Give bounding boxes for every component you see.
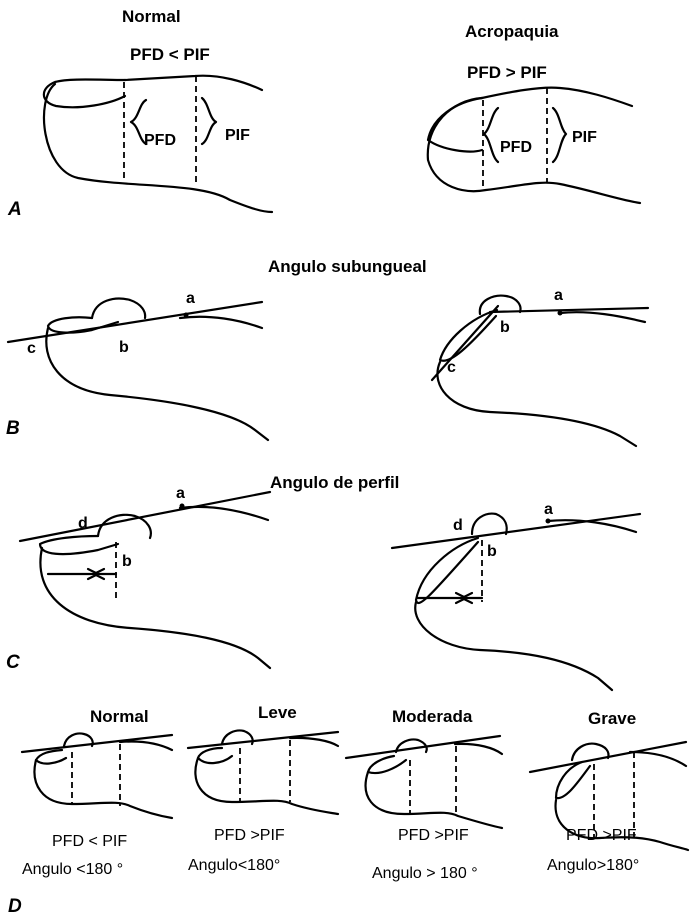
panel-b: Angulo subungueal a b c a b c B xyxy=(6,257,648,446)
point-a-marker xyxy=(184,313,189,318)
stage-formula: PFD >PIF xyxy=(398,827,469,844)
panel-a-label: A xyxy=(7,199,22,220)
normal-finger-drawing: PFD PIF xyxy=(44,76,272,212)
normal-pif-label: PIF xyxy=(225,127,250,144)
stage-angle: Angulo>180° xyxy=(547,857,639,874)
panel-b-title: Angulo subungueal xyxy=(268,257,427,276)
panel-c-right-drawing: a b d xyxy=(392,501,640,690)
panel-c-right-d: d xyxy=(453,517,463,534)
panel-c-right-b: b xyxy=(487,543,497,560)
stage-title: Leve xyxy=(258,703,297,722)
stage-angle: Angulo > 180 ° xyxy=(372,865,478,882)
panel-b-right-b: b xyxy=(500,319,510,336)
stage-angle: Angulo<180° xyxy=(188,857,280,874)
panel-c-label: C xyxy=(6,652,20,673)
stage-formula: PFD < PIF xyxy=(52,833,127,850)
panel-d-label: D xyxy=(8,896,22,917)
stage-title: Grave xyxy=(588,709,636,728)
panel-b-label: B xyxy=(6,418,20,439)
panel-a-right-title: Acropaquia xyxy=(465,22,559,41)
panel-c-title: Angulo de perfil xyxy=(270,473,399,492)
panel-c-right-a: a xyxy=(544,501,553,518)
panel-a-left-formula: PFD < PIF xyxy=(130,45,210,64)
panel-c-left-a: a xyxy=(176,485,185,502)
stage-title: Normal xyxy=(90,707,149,726)
stage-moderada: Moderada PFD >PIF Angulo > 180 ° xyxy=(346,707,502,882)
point-a-marker xyxy=(546,519,551,524)
stage-normal: Normal PFD < PIF Angulo <180 ° xyxy=(22,707,172,878)
panel-c: Angulo de perfil a b d xyxy=(6,473,640,690)
panel-b-left-a: a xyxy=(186,290,195,307)
panel-b-left-b: b xyxy=(119,339,129,356)
panel-b-left-c: c xyxy=(27,340,36,357)
panel-c-left-drawing: a b d xyxy=(20,485,270,668)
point-a-marker xyxy=(180,504,185,509)
panel-a-right-formula: PFD > PIF xyxy=(467,63,547,82)
clubbed-pfd-label: PFD xyxy=(500,139,532,156)
panel-a-left-title: Normal xyxy=(122,7,181,26)
clubbed-finger-drawing: PFD PIF xyxy=(428,88,640,203)
panel-a: Normal PFD < PIF Acropaquia PFD > PIF PF… xyxy=(7,7,640,220)
stage-grave: Grave PFD >PIF Angulo>180° xyxy=(530,709,688,874)
stage-formula: PFD >PIF xyxy=(566,827,637,844)
panel-b-right-c: c xyxy=(447,359,456,376)
panel-c-left-d: d xyxy=(78,515,88,532)
panel-b-left-drawing: a b c xyxy=(8,290,268,440)
stage-title: Moderada xyxy=(392,707,473,726)
stage-angle: Angulo <180 ° xyxy=(22,861,123,878)
stage-formula: PFD >PIF xyxy=(214,827,285,844)
stage-leve: Leve PFD >PIF Angulo<180° xyxy=(188,703,338,874)
point-a-marker xyxy=(558,311,563,316)
panel-d: Normal PFD < PIF Angulo <180 ° Leve PFD … xyxy=(8,703,688,917)
panel-b-right-a: a xyxy=(554,287,563,304)
panel-c-left-b: b xyxy=(122,553,132,570)
clubbed-pif-label: PIF xyxy=(572,129,597,146)
normal-pfd-label: PFD xyxy=(144,132,176,149)
panel-b-right-drawing: a b c xyxy=(432,287,648,446)
